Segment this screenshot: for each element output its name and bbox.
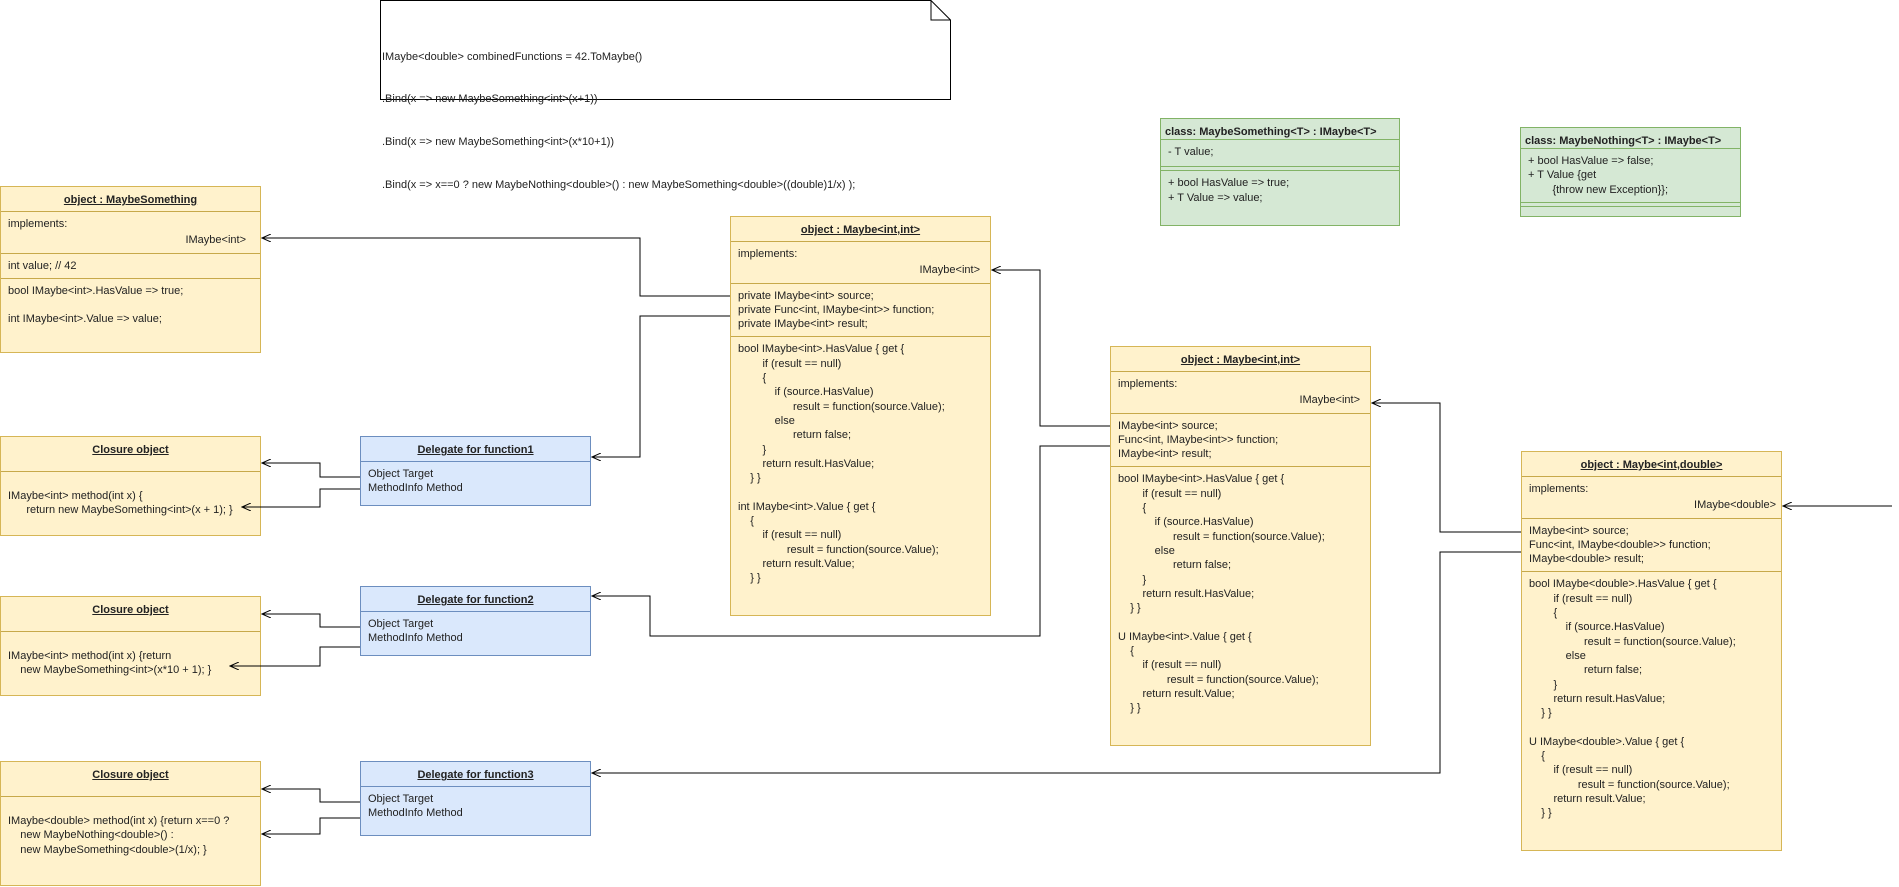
implements-label: implements: bbox=[1118, 378, 1178, 390]
closure-object-3[interactable]: Closure object IMaybe<double> method(int… bbox=[0, 761, 261, 886]
object-maybe-int-double[interactable]: object : Maybe<int,double> implements: I… bbox=[1521, 451, 1782, 851]
delegate-function2[interactable]: Delegate for function2 Object Target Met… bbox=[360, 586, 591, 656]
arrow-method-2 bbox=[230, 646, 360, 666]
object-field: int value; // 42 bbox=[8, 259, 77, 272]
class-maybe-nothing[interactable]: class: MaybeNothing<T> : IMaybe<T> + boo… bbox=[1520, 127, 1741, 217]
delegate-title: Delegate for function3 bbox=[417, 769, 534, 781]
object-members: bool IMaybe<int>.HasValue { get { if (re… bbox=[738, 343, 945, 585]
code-note: IMaybe<double> combinedFunctions = 42.To… bbox=[380, 0, 951, 191]
interface-name: IMaybe<int> bbox=[919, 264, 980, 277]
implements-label: implements: bbox=[738, 248, 798, 260]
arrow-target-1 bbox=[262, 463, 360, 478]
delegate-fields: Object Target MethodInfo Method bbox=[368, 618, 463, 645]
object-title: object : Maybe<int,double> bbox=[1580, 459, 1723, 471]
class-members: + bool HasValue => false; + T Value {get… bbox=[1528, 155, 1669, 196]
closure-title: Closure object bbox=[92, 604, 169, 616]
object-members: bool IMaybe<int>.HasValue { get { if (re… bbox=[1118, 473, 1325, 715]
closure-title: Closure object bbox=[92, 444, 169, 456]
arrow-source-3 bbox=[1372, 403, 1521, 533]
interface-name: IMaybe<int> bbox=[185, 234, 246, 247]
object-fields: IMaybe<int> source; Func<int, IMaybe<dou… bbox=[1529, 524, 1711, 566]
delegate-function1[interactable]: Delegate for function1 Object Target Met… bbox=[360, 436, 591, 506]
note-line: .Bind(x => x==0 ? new MaybeNothing<doubl… bbox=[382, 179, 856, 192]
class-field: - T value; bbox=[1168, 146, 1214, 158]
closure-method: IMaybe<int> method(int x) { return new M… bbox=[8, 490, 233, 517]
note-line: IMaybe<double> combinedFunctions = 42.To… bbox=[382, 50, 643, 63]
arrow-function-2 bbox=[592, 445, 1110, 637]
arrow-function-3 bbox=[592, 551, 1521, 773]
class-maybe-something[interactable]: class: MaybeSomething<T> : IMaybe<T> - T… bbox=[1160, 118, 1400, 226]
class-title: class: MaybeSomething<T> : IMaybe<T> bbox=[1165, 126, 1377, 138]
object-maybe-something[interactable]: object : MaybeSomething implements: IMay… bbox=[0, 186, 261, 353]
implements-label: implements: bbox=[8, 218, 68, 230]
interface-name: IMaybe<int> bbox=[1299, 394, 1360, 407]
closure-method: IMaybe<double> method(int x) {return x==… bbox=[8, 815, 230, 856]
delegate-title: Delegate for function1 bbox=[417, 444, 534, 456]
object-title: object : MaybeSomething bbox=[63, 194, 198, 206]
object-maybe-int-int-1[interactable]: object : Maybe<int,int> implements: IMay… bbox=[730, 216, 991, 616]
closure-object-1[interactable]: Closure object IMaybe<int> method(int x)… bbox=[0, 436, 261, 536]
object-fields: IMaybe<int> source; Func<int, IMaybe<int… bbox=[1118, 419, 1279, 461]
interface-name: IMaybe<double> bbox=[1694, 499, 1776, 512]
arrow-source-1 bbox=[262, 238, 730, 297]
note-shape bbox=[380, 0, 951, 100]
class-title: class: MaybeNothing<T> : IMaybe<T> bbox=[1525, 135, 1722, 147]
arrow-target-3 bbox=[262, 789, 360, 803]
object-members: bool IMaybe<int>.HasValue => true; int I… bbox=[8, 284, 184, 326]
arrow-method-1 bbox=[242, 488, 360, 507]
implements-label: implements: bbox=[1529, 483, 1589, 495]
delegate-title: Delegate for function2 bbox=[417, 594, 534, 606]
object-members: bool IMaybe<double>.HasValue { get { if … bbox=[1529, 578, 1736, 820]
object-title: object : Maybe<int,int> bbox=[800, 224, 921, 236]
closure-object-2[interactable]: Closure object IMaybe<int> method(int x)… bbox=[0, 596, 261, 696]
delegate-function3[interactable]: Delegate for function3 Object Target Met… bbox=[360, 761, 591, 836]
arrow-target-2 bbox=[262, 614, 360, 628]
note-line: .Bind(x => new MaybeSomething<int>(x+1)) bbox=[382, 93, 598, 106]
closure-method: IMaybe<int> method(int x) {return new Ma… bbox=[8, 650, 212, 677]
delegate-fields: Object Target MethodInfo Method bbox=[368, 793, 463, 820]
note-line: .Bind(x => new MaybeSomething<int>(x*10+… bbox=[382, 136, 615, 149]
class-members: + bool HasValue => true; + T Value => va… bbox=[1168, 177, 1290, 204]
object-fields: private IMaybe<int> source; private Func… bbox=[738, 289, 935, 331]
object-maybe-int-int-2[interactable]: object : Maybe<int,int> implements: IMay… bbox=[1110, 346, 1371, 746]
delegate-fields: Object Target MethodInfo Method bbox=[368, 468, 463, 495]
arrow-method-3 bbox=[262, 817, 360, 834]
arrow-source-2 bbox=[992, 270, 1110, 427]
object-title: object : Maybe<int,int> bbox=[1180, 354, 1301, 366]
arrow-function-1 bbox=[592, 315, 730, 457]
closure-title: Closure object bbox=[92, 769, 169, 781]
